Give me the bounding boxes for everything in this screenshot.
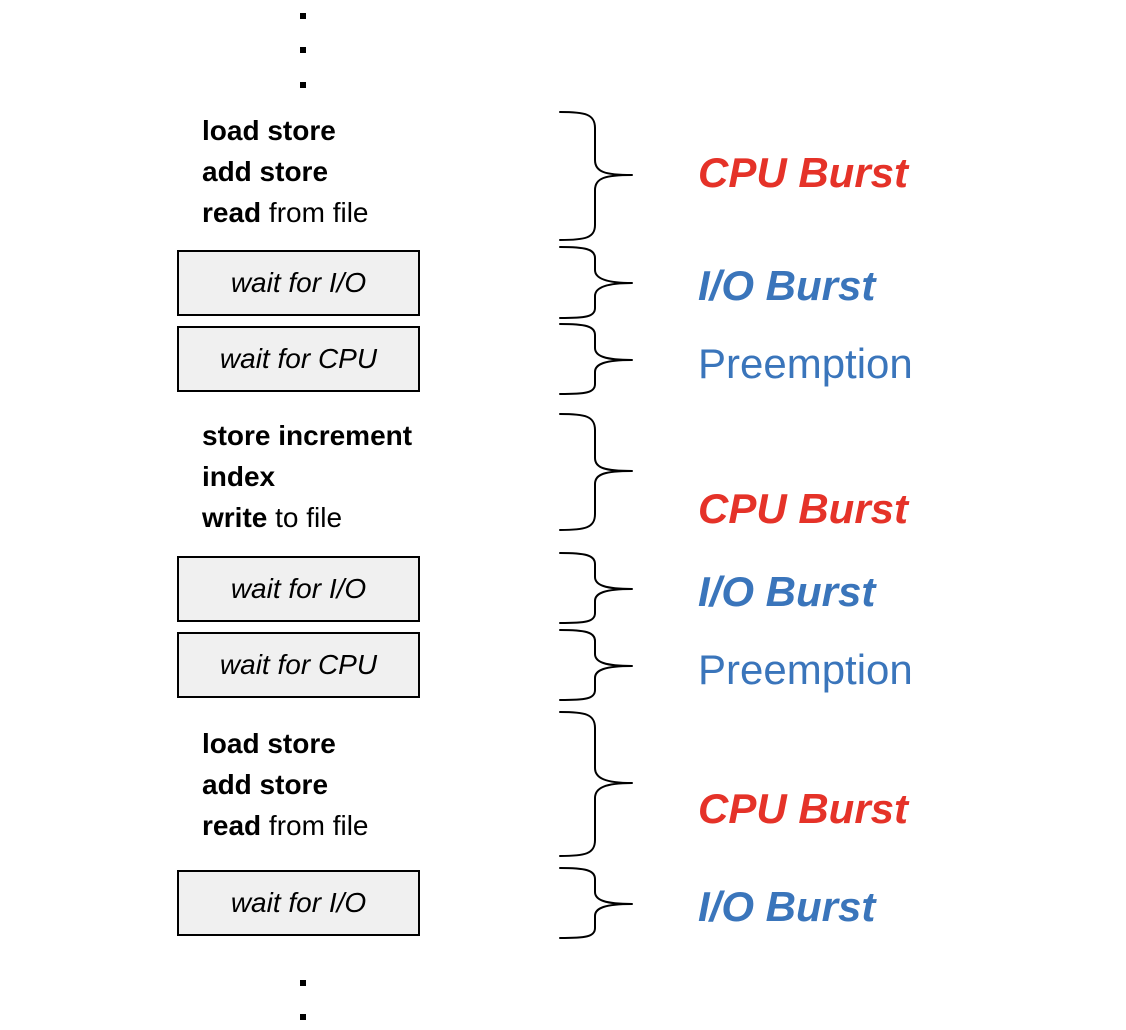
wait-cpu-box-2: wait for CPU (177, 632, 420, 698)
wait-io-box-2: wait for I/O (177, 556, 420, 622)
wait-cpu-box-1: wait for CPU (177, 326, 420, 392)
brace-2 (559, 246, 633, 319)
code-line: write to file (202, 502, 343, 533)
cpu-burst-label-1: CPU Burst (698, 149, 909, 196)
brace-6 (559, 629, 633, 701)
io-burst-label-2: I/O Burst (698, 568, 876, 615)
code-line: read from file (202, 810, 369, 841)
wait-io-box-1: wait for I/O (177, 250, 420, 316)
wait-io-box-3: wait for I/O (177, 870, 420, 936)
code-line: load store (202, 728, 336, 759)
brace-1 (559, 111, 633, 241)
code-line: add store (202, 156, 329, 187)
code-block-1: load store add store read from file (202, 110, 369, 233)
cpu-burst-label-3: CPU Burst (698, 785, 909, 832)
brace-7 (559, 711, 633, 857)
brace-4 (559, 413, 633, 531)
code-line: add store (202, 769, 329, 800)
code-line: store increment (202, 420, 413, 451)
brace-8 (559, 867, 633, 939)
continuation-dot-bottom-1 (300, 980, 306, 986)
continuation-dot-top-2 (300, 47, 306, 53)
code-block-2: store increment index write to file (202, 415, 412, 538)
code-line: index (202, 461, 276, 492)
brace-3 (559, 323, 633, 395)
io-burst-label-1: I/O Burst (698, 262, 876, 309)
io-burst-label-3: I/O Burst (698, 883, 876, 930)
continuation-dot-bottom-2 (300, 1014, 306, 1020)
brace-5 (559, 552, 633, 624)
code-line: read from file (202, 197, 369, 228)
code-block-3: load store add store read from file (202, 723, 369, 846)
continuation-dot-top-3 (300, 82, 306, 88)
code-line: load store (202, 115, 336, 146)
preemption-label-1: Preemption (698, 340, 913, 387)
continuation-dot-top-1 (300, 13, 306, 19)
cpu-burst-label-2: CPU Burst (698, 485, 909, 532)
preemption-label-2: Preemption (698, 646, 913, 693)
